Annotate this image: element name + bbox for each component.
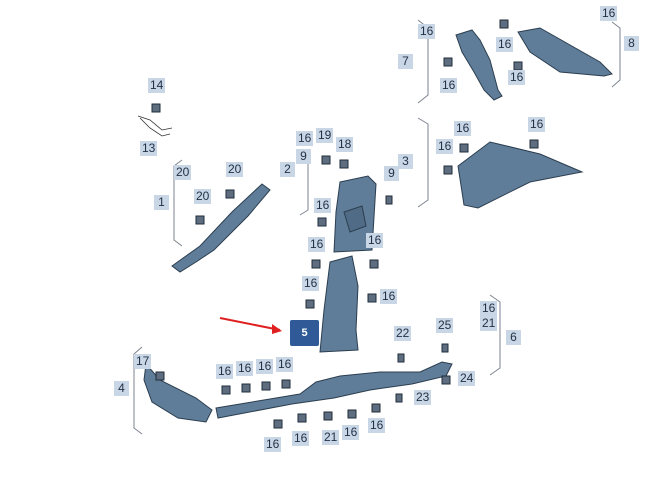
- label-16: 16: [508, 70, 526, 85]
- label-24: 24: [458, 371, 476, 386]
- clips: [151, 19, 539, 429]
- label-18: 18: [336, 137, 354, 152]
- label-16: 16: [342, 425, 360, 440]
- label-20: 20: [226, 162, 244, 177]
- label-16: 16: [276, 357, 294, 372]
- label-19: 19: [316, 128, 334, 143]
- label-16: 16: [308, 237, 326, 252]
- part-3-c-pillar: [457, 141, 584, 209]
- label-21: 21: [322, 430, 340, 445]
- part-8-trim: [517, 27, 613, 77]
- label-13: 13: [140, 141, 158, 156]
- part-13-bracket: [137, 115, 173, 137]
- label-16: 16: [454, 121, 472, 136]
- label-2: 2: [280, 162, 295, 177]
- label-8: 8: [624, 36, 639, 51]
- bracket-3: [417, 117, 429, 208]
- label-23: 23: [414, 390, 432, 405]
- label-14: 14: [148, 78, 166, 93]
- label-9: 9: [296, 149, 311, 164]
- label-25: 25: [436, 318, 454, 333]
- label-16: 16: [314, 198, 332, 213]
- label-16: 16: [380, 289, 398, 304]
- label-16: 16: [236, 361, 254, 376]
- part-5-b-pillar-lower: [319, 255, 359, 353]
- bracket-6: [489, 294, 501, 376]
- part-9-seatbelt-cover: [343, 205, 367, 233]
- label-16: 16: [368, 418, 386, 433]
- part-7-pillar-trim: [455, 29, 503, 101]
- selected-callout-5[interactable]: 5: [290, 320, 319, 346]
- label-6: 6: [506, 330, 521, 345]
- bracket-1: [173, 159, 183, 247]
- label-16: 16: [264, 437, 282, 452]
- label-16: 16: [436, 139, 454, 154]
- label-16: 16: [292, 431, 310, 446]
- label-16: 16: [418, 24, 436, 39]
- label-4: 4: [114, 381, 129, 396]
- label-16: 16: [296, 131, 314, 146]
- bracket-4: [133, 346, 143, 435]
- part-6-sill-trim: [215, 361, 453, 419]
- label-20: 20: [174, 165, 192, 180]
- label-16: 16: [366, 233, 384, 248]
- label-3: 3: [398, 154, 413, 169]
- part-1-a-pillar: [171, 183, 271, 273]
- label-17: 17: [134, 354, 152, 369]
- label-21: 21: [480, 316, 498, 331]
- label-16: 16: [600, 6, 618, 21]
- label-7: 7: [398, 54, 413, 69]
- label-16: 16: [496, 37, 514, 52]
- label-16: 16: [480, 301, 498, 316]
- label-16: 16: [256, 359, 274, 374]
- part-4-sill-front: [143, 362, 213, 423]
- label-16: 16: [216, 364, 234, 379]
- label-16: 16: [302, 276, 320, 291]
- label-16: 16: [440, 78, 458, 93]
- callout-arrow-head: [272, 324, 282, 334]
- bracket-8: [611, 21, 621, 88]
- label-1: 1: [154, 195, 169, 210]
- label-16: 16: [528, 117, 546, 132]
- callout-arrow-line: [219, 317, 281, 331]
- label-22: 22: [394, 326, 412, 341]
- label-9: 9: [384, 166, 399, 181]
- label-20: 20: [194, 189, 212, 204]
